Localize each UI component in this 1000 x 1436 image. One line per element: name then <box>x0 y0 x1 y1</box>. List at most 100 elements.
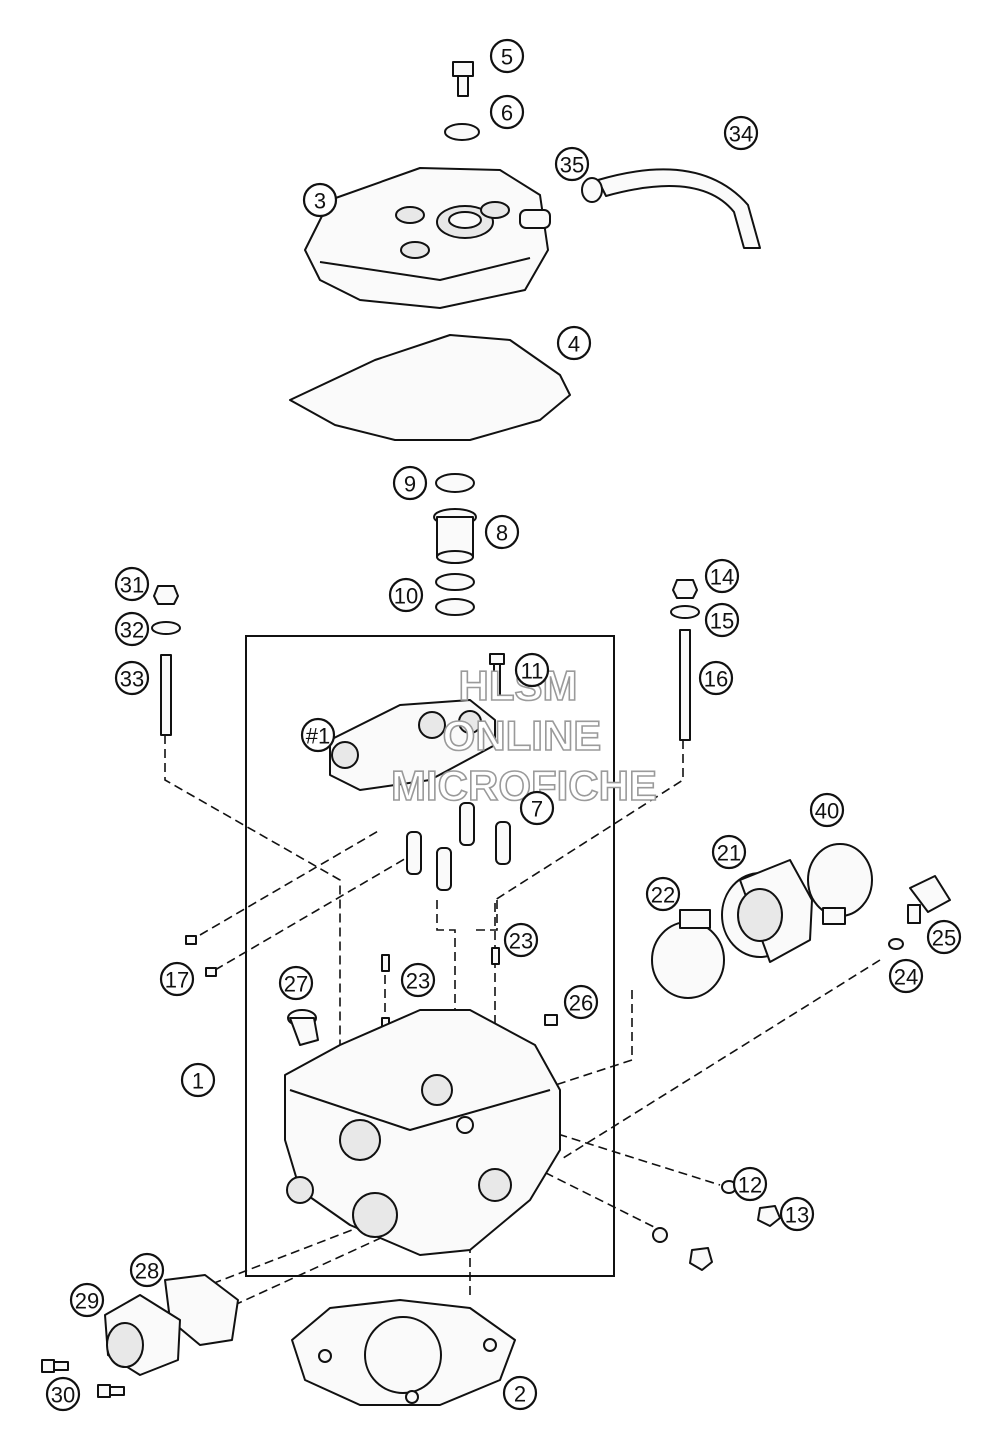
callout-c28: 28 <box>129 1252 165 1288</box>
callout-circle <box>69 1282 105 1318</box>
callout-number: 26 <box>569 991 593 1016</box>
callout-circle <box>300 717 336 753</box>
o-ring-12b <box>652 1227 668 1243</box>
callout-circle <box>392 465 428 501</box>
washer-32 <box>151 621 181 635</box>
callout-circle <box>180 1062 216 1098</box>
callout-c2: 2 <box>502 1375 538 1411</box>
callout-number: 6 <box>501 101 513 126</box>
cover-gasket <box>289 334 571 441</box>
callout-number: 11 <box>521 659 544 684</box>
callout-circle <box>698 660 734 696</box>
screw-30b <box>97 1384 125 1398</box>
valve-lifters <box>406 802 511 891</box>
watermark-line2: ONLINE <box>443 712 602 759</box>
callout-circle <box>779 1196 815 1232</box>
valve-cover <box>304 167 551 309</box>
callout-circle <box>114 611 150 647</box>
callout-number: 4 <box>568 332 580 357</box>
callout-circle <box>502 1375 538 1411</box>
callout-number: 31 <box>120 573 144 598</box>
callout-number: 32 <box>120 618 144 643</box>
callout-number: 5 <box>501 45 513 70</box>
callout-circle <box>809 792 845 828</box>
callout-circle <box>519 790 555 826</box>
callout-c13: 13 <box>779 1196 815 1232</box>
assembly-frame <box>245 635 615 1277</box>
callout-c26: 26 <box>563 984 599 1020</box>
callout-circle <box>711 834 747 870</box>
callout-c7: 7 <box>519 790 555 826</box>
dowel-23a <box>381 954 390 972</box>
bolt-11 <box>489 653 505 699</box>
callout-circle <box>554 146 590 182</box>
callout-number: 22 <box>651 883 675 908</box>
callout-c30: 30 <box>45 1376 81 1412</box>
callout-c24: 24 <box>888 958 924 994</box>
callout-number: 21 <box>717 841 741 866</box>
callout-circle <box>503 922 539 958</box>
callout-c5: 5 <box>489 38 525 74</box>
callout-c27: 27 <box>278 965 314 1001</box>
callout-c22: 22 <box>645 876 681 912</box>
callout-c12: 12 <box>732 1166 768 1202</box>
callout-circle <box>926 919 962 955</box>
callout-number: 40 <box>815 799 839 824</box>
callout-circle <box>556 325 592 361</box>
callout-number: 16 <box>704 667 728 692</box>
callout-number: 10 <box>394 584 418 609</box>
callout-circle <box>732 1166 768 1202</box>
callout-number: 1 <box>192 1069 204 1094</box>
spark-plug-tube <box>433 508 477 564</box>
callout-number: 29 <box>75 1289 99 1314</box>
cover-washer <box>444 123 480 141</box>
callout-c21: 21 <box>711 834 747 870</box>
callout-number: 28 <box>135 1259 159 1284</box>
callout-circle <box>114 566 150 602</box>
nut-14 <box>672 579 698 599</box>
callout-number: 13 <box>785 1203 809 1228</box>
callout-c17: 17 <box>159 961 195 997</box>
callout-c23a: 23 <box>503 922 539 958</box>
callout-number: 35 <box>560 153 584 178</box>
cover-bolt <box>452 61 474 97</box>
callout-c32: 32 <box>114 611 150 647</box>
hose-clamp-40 <box>807 843 873 925</box>
screw-30a <box>41 1359 69 1373</box>
callout-number: 7 <box>531 797 543 822</box>
callout-circle <box>114 660 150 696</box>
temperature-sensor <box>907 875 951 924</box>
exhaust-flange <box>104 1294 181 1376</box>
callout-c9: 9 <box>392 465 428 501</box>
o-ring-10b <box>435 598 475 616</box>
callout-c14: 14 <box>704 558 740 594</box>
callout-number: 12 <box>738 1173 762 1198</box>
callout-number: 23 <box>509 929 533 954</box>
callout-circle <box>704 558 740 594</box>
callout-c8: 8 <box>484 514 520 550</box>
callout-c6: 6 <box>489 94 525 130</box>
nut-31 <box>153 585 179 605</box>
callout-c34: 34 <box>723 115 759 151</box>
callout-circle <box>489 94 525 130</box>
callout-circle <box>888 958 924 994</box>
breather-hose <box>597 168 761 249</box>
watermark: HLSM ONLINE MICROFICHE <box>390 661 658 810</box>
callout-c33: 33 <box>114 660 150 696</box>
plug-26 <box>544 1014 558 1026</box>
fitting-17a <box>185 935 197 945</box>
callout-circle <box>723 115 759 151</box>
callout-number: 25 <box>932 926 956 951</box>
callout-number: 2 <box>514 1382 526 1407</box>
callout-number: #1 <box>306 724 330 749</box>
o-ring-10a <box>435 573 475 591</box>
callout-number: 3 <box>314 189 326 214</box>
callout-c23b: 23 <box>400 962 436 998</box>
callout-circle <box>514 652 550 688</box>
callout-c29: 29 <box>69 1282 105 1318</box>
callout-circle <box>563 984 599 1020</box>
hose-clamp <box>581 177 603 203</box>
stud-16 <box>679 629 691 741</box>
callout-c3: 3 <box>302 182 338 218</box>
